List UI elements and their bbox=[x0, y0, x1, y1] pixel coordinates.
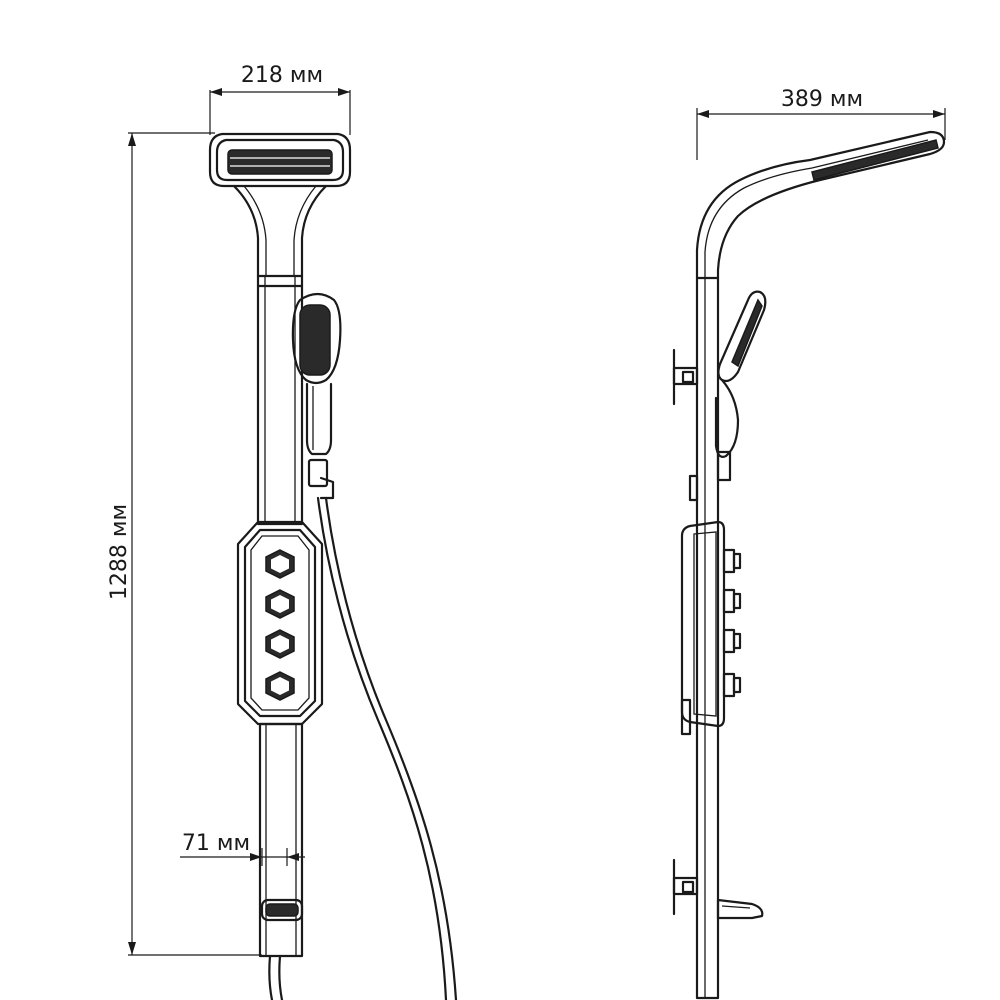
rail-width-label: 71 мм bbox=[182, 831, 250, 856]
front-hand-shower bbox=[291, 292, 342, 500]
front-spout bbox=[260, 898, 304, 922]
dimension-rail-width: 71 мм bbox=[180, 831, 305, 866]
total-height-label: 1288 мм bbox=[107, 504, 132, 600]
front-control-knob-3 bbox=[265, 629, 295, 659]
front-width-label: 218 мм bbox=[241, 63, 323, 88]
front-control-knob-4 bbox=[265, 671, 295, 701]
dimension-total-height: 1288 мм bbox=[107, 132, 262, 956]
dimension-front-width: 218 мм bbox=[209, 63, 351, 135]
side-depth-label: 389 мм bbox=[781, 87, 863, 112]
front-control-knob-2 bbox=[265, 589, 295, 619]
dimension-side-depth: 389 мм bbox=[696, 87, 946, 160]
side-rain-head bbox=[695, 130, 946, 280]
side-control-box bbox=[680, 520, 726, 736]
side-wall-bracket-bottom bbox=[672, 858, 699, 916]
front-rain-head bbox=[208, 132, 352, 188]
side-knob-1 bbox=[722, 548, 742, 574]
side-view bbox=[672, 130, 946, 1000]
side-wall-bracket-top bbox=[672, 348, 699, 406]
side-knob-4 bbox=[722, 672, 742, 698]
side-knob-2 bbox=[722, 588, 742, 614]
front-control-knob-1 bbox=[265, 549, 295, 579]
side-hand-shower bbox=[688, 290, 767, 502]
side-spout bbox=[716, 898, 764, 920]
front-view bbox=[208, 132, 458, 1000]
front-hose bbox=[268, 496, 458, 1000]
side-knob-3 bbox=[722, 628, 742, 654]
